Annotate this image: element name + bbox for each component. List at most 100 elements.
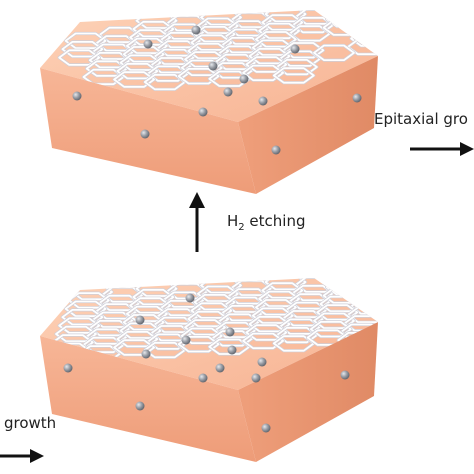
hexagon-cell: [388, 17, 428, 32]
hexagon-cell: [113, 71, 155, 88]
atom-sphere-icon: [340, 370, 350, 380]
hexagon-cell: [388, 17, 428, 32]
hexagon-cell: [377, 309, 378, 326]
hexagon-cell: [328, 278, 372, 288]
hexagon-cell: [242, 332, 284, 350]
atom-sphere-icon: [191, 25, 201, 35]
atom-sphere-icon: [251, 373, 261, 383]
hexagon-cell: [359, 278, 378, 291]
hexagon-cell: [385, 25, 425, 40]
hexagon-cell: [143, 73, 186, 91]
hexagon-cell: [329, 10, 371, 19]
hexagon-cell: [329, 278, 371, 287]
atom-sphere-icon: [198, 373, 208, 383]
hexagon-cell: [359, 10, 378, 23]
atom-sphere-icon: [271, 145, 281, 155]
surface-atoms: [135, 293, 267, 383]
atom-sphere-icon: [215, 363, 225, 373]
hexagon-cell: [391, 9, 431, 24]
hexagon-cell: [352, 289, 378, 307]
atom-sphere-icon: [135, 401, 145, 411]
arrow-icon: [189, 192, 205, 252]
hexagon-cell: [374, 317, 378, 335]
hexagon-cell: [385, 293, 425, 308]
hexagon-cell: [313, 44, 355, 61]
hexagon-cell: [391, 9, 431, 24]
surface-atoms: [143, 25, 300, 106]
hexagon-cell: [388, 285, 428, 300]
hexagon-cell: [242, 64, 284, 82]
hexagon-cell: [352, 21, 378, 39]
hexagon-cell: [382, 34, 422, 49]
hexagon-cell: [377, 41, 378, 58]
hexagon-cell: [373, 317, 378, 335]
hexagon-cell: [382, 302, 422, 317]
block-front-face: [40, 336, 256, 462]
hexagon-cell: [325, 11, 368, 28]
hexagon-cell: [391, 277, 431, 292]
hexagon-cell: [353, 290, 378, 307]
hexagon-cell: [370, 325, 378, 344]
bulk-atoms: [63, 363, 350, 433]
atom-sphere-icon: [257, 357, 267, 367]
hexagon-cell: [258, 22, 300, 40]
hexagon-cell: [325, 279, 368, 296]
hexagon-cell: [82, 68, 125, 86]
atom-sphere-icon: [227, 345, 237, 355]
atom-sphere-icon: [261, 423, 271, 433]
bulk-atoms: [72, 91, 362, 155]
atom-sphere-icon: [135, 315, 145, 325]
arrow-icon: [410, 142, 474, 156]
hexagon-cell: [208, 338, 251, 355]
arrow-icon: [0, 449, 44, 463]
hexagon-cell: [376, 40, 378, 59]
substrate-block-top: [40, 9, 431, 194]
atom-sphere-icon: [223, 87, 233, 97]
atom-sphere-icon: [72, 91, 82, 101]
hexagon-cell: [385, 25, 425, 40]
atom-sphere-icon: [143, 39, 153, 49]
atom-sphere-icon: [185, 293, 195, 303]
hexagon-cell: [391, 277, 431, 292]
hexagon-cell: [355, 280, 378, 299]
hexagon-cell: [328, 10, 372, 20]
hexagon-cell: [388, 285, 428, 300]
substrate-block-bottom: [40, 268, 435, 462]
block-side-face: [238, 56, 378, 194]
atom-sphere-icon: [225, 327, 235, 337]
etching-species: H: [227, 212, 239, 230]
hexagon-cell: [395, 268, 435, 283]
hexagon-cell: [382, 34, 422, 49]
atom-sphere-icon: [198, 107, 208, 117]
hexagon-cell: [356, 13, 378, 30]
atom-sphere-icon: [239, 74, 249, 84]
atom-sphere-icon: [290, 44, 300, 54]
hexagon-cell: [208, 70, 251, 87]
graphene-lattice-full: [48, 268, 435, 363]
hexagon-cell: [353, 22, 378, 39]
hexagon-cell: [376, 308, 378, 327]
hexagon-cell: [359, 278, 378, 290]
epitaxial-growth-label: Epitaxial gro: [374, 110, 468, 128]
atom-sphere-icon: [258, 96, 268, 106]
atom-sphere-icon: [140, 129, 150, 139]
etching-word: etching: [244, 212, 306, 230]
hexagon-cell: [395, 268, 435, 283]
hexagon-cell: [356, 281, 378, 298]
etching-subscript: 2: [238, 222, 245, 233]
graphene-lattice-partial: [57, 9, 431, 91]
hexagon-cell: [272, 335, 315, 352]
hexagon-cell: [385, 293, 425, 308]
hexagon-cell: [177, 336, 220, 353]
atom-sphere-icon: [141, 349, 151, 359]
hexagon-cell: [350, 30, 378, 47]
hexagon-cell: [371, 326, 378, 343]
hexagon-cell: [382, 302, 422, 317]
h2-etching-label: H2 etching: [227, 212, 305, 233]
hexagon-cell: [177, 68, 220, 85]
atom-sphere-icon: [208, 61, 218, 71]
atom-sphere-icon: [63, 363, 73, 373]
hexagon-cell: [272, 67, 315, 84]
atom-sphere-icon: [181, 335, 191, 345]
